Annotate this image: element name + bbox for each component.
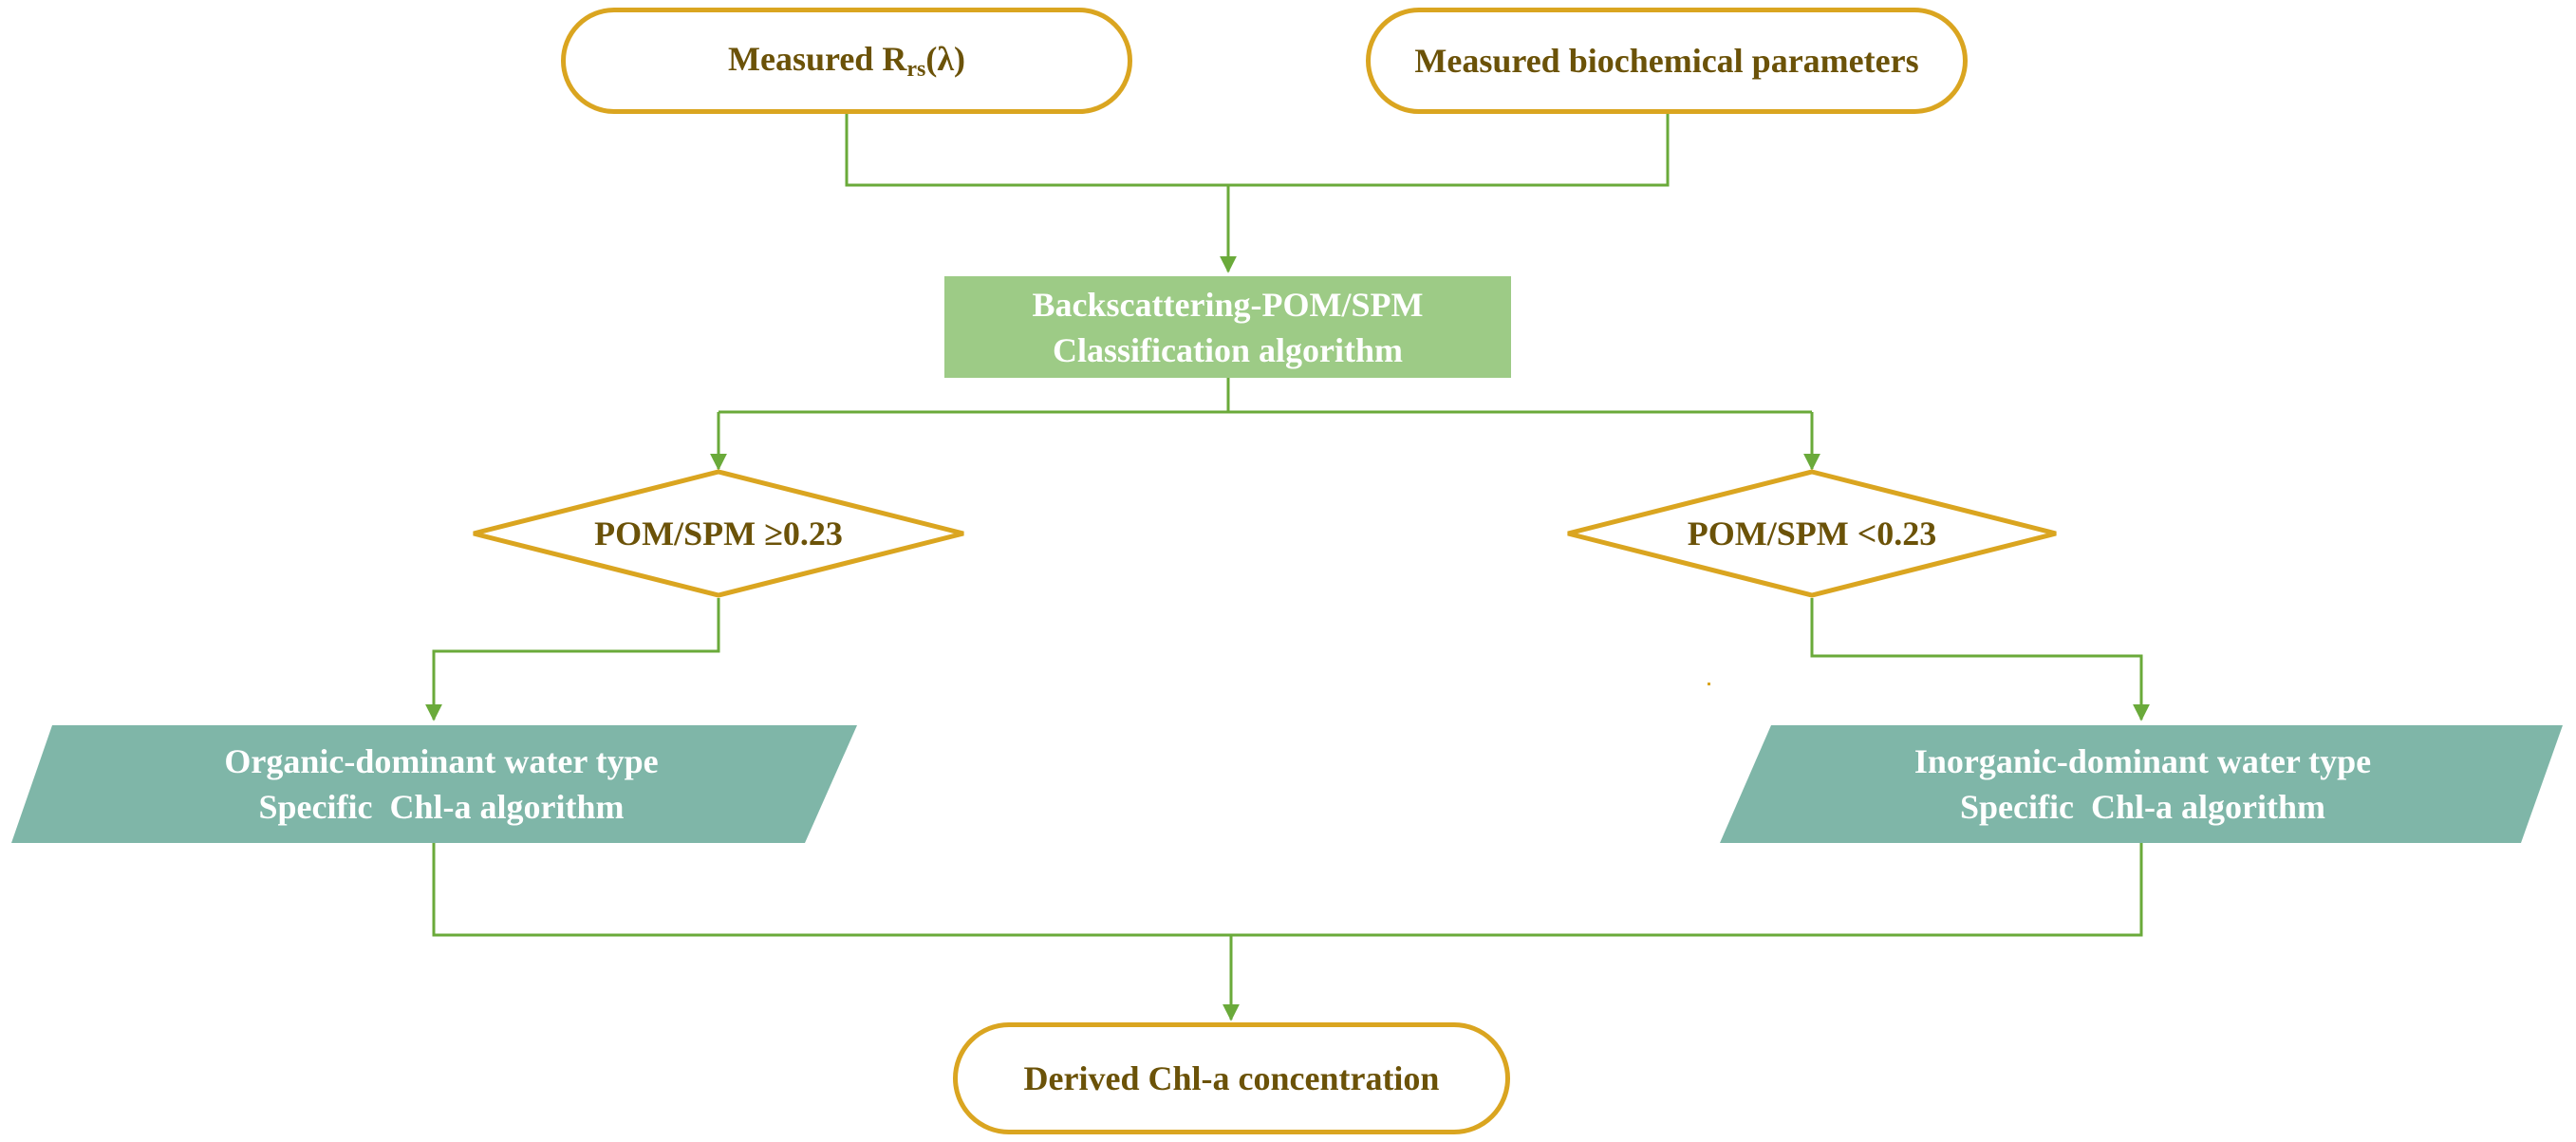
input-rrs-suffix: (λ) [925,40,965,78]
classification-line2: Classification algorithm [1053,330,1403,369]
stray-dot [1708,683,1710,685]
classification-line1: Backscattering-POM/SPM [1032,285,1424,324]
input-rrs-terminal: Measured Rrs(λ) [561,8,1132,114]
connector-organic-down [432,843,1231,937]
organic-line1: Organic-dominant water type [224,742,659,780]
connector-input-biochem [1228,112,1670,187]
connector-input-rrs [845,112,1228,187]
organic-line2: Specific Chl-a algorithm [258,788,625,826]
decision-right-shape [1567,469,2057,598]
decision-left: POM/SPM ≥0.23 [474,472,963,595]
inorganic-line1: Inorganic-dominant water type [1913,742,2372,780]
input-rrs-subscript: rs [906,57,926,82]
connector-inorganic-down [1231,843,2143,937]
inorganic-line2: Specific Chl-a algorithm [1960,788,2325,826]
arrow-to-inorganic [1810,598,2150,721]
organic-water-type: Organic-dominant water type Specific Chl… [38,725,845,843]
inorganic-shape [1720,725,2563,843]
input-biochem-label: Measured biochemical parameters [1414,42,1919,80]
output-label: Derived Chl-a concentration [1023,1059,1440,1097]
organic-shape [11,725,857,843]
decision-right: POM/SPM <0.23 [1568,472,2056,595]
inorganic-water-type: Inorganic-dominant water type Specific C… [1742,725,2544,843]
decision-right-label: POM/SPM <0.23 [1687,515,1937,552]
input-biochem-terminal: Measured biochemical parameters [1366,8,1968,114]
input-rrs-prefix: Measured R [728,40,907,78]
arrow-to-organic [425,598,720,721]
input-rrs-label: Measured Rrs(λ) [728,39,965,83]
decision-left-shape [473,469,964,598]
classification-process: Backscattering-POM/SPM Classification al… [944,276,1511,378]
decision-left-label: POM/SPM ≥0.23 [594,515,843,552]
output-terminal: Derived Chl-a concentration [953,1022,1510,1134]
